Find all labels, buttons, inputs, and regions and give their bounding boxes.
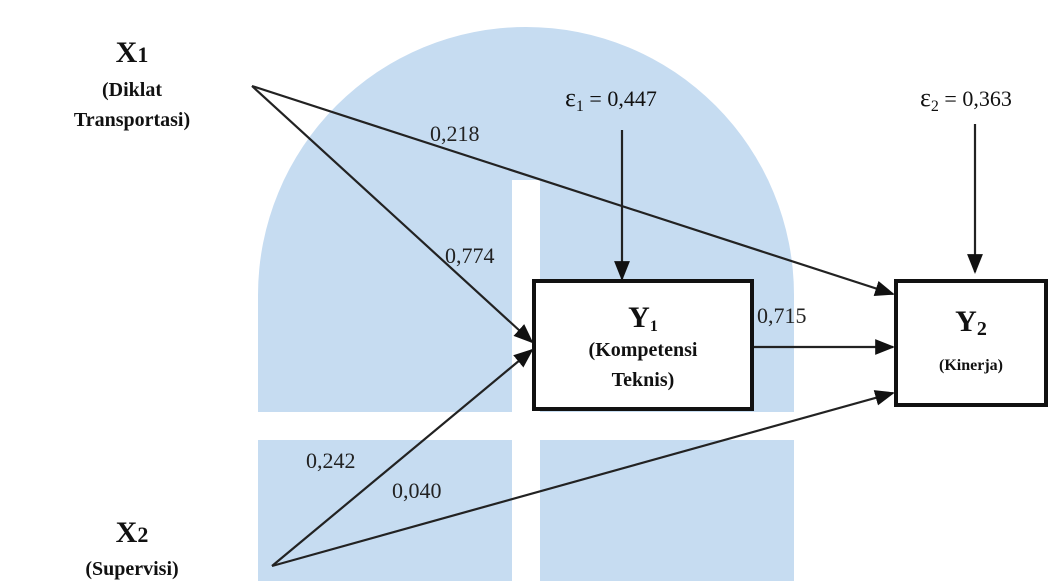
x1-symbol: X1 <box>116 36 149 69</box>
error1-label: ε1 = 0,447 <box>565 83 657 115</box>
y1-label-line1: (Kompetensi <box>589 339 698 361</box>
y2-symbol: Y2 <box>955 305 987 340</box>
coef-y1-y2: 0,715 <box>757 303 807 328</box>
coef-x1-y1: 0,774 <box>445 243 495 268</box>
y1-symbol: Y1 <box>628 301 658 335</box>
x2-symbol: X2 <box>116 516 149 549</box>
node-x1: X1 (Diklat Transportasi) <box>74 36 190 131</box>
node-y1: Y1 (Kompetensi Teknis) <box>532 279 754 411</box>
coef-x2-y2: 0,040 <box>392 478 442 503</box>
x1-label-line1: (Diklat <box>102 79 162 101</box>
y2-box <box>894 279 1048 407</box>
path-x1-y2-arrow <box>251 84 895 297</box>
path-x2-y2-arrow <box>271 390 895 568</box>
x2-label-line1: (Supervisi) <box>85 558 178 580</box>
error2-label: ε2 = 0,363 <box>920 83 1012 115</box>
y2-label-line1: (Kinerja) <box>939 357 1003 374</box>
node-x2: X2 (Supervisi) <box>85 516 178 580</box>
node-y2: Y2 (Kinerja) <box>894 279 1048 407</box>
y1-label-line2: Teknis) <box>612 369 675 391</box>
path-x1-y1-arrow <box>251 85 534 344</box>
x1-label-line2: Transportasi) <box>74 109 190 131</box>
path-x2-y1-arrow <box>271 348 534 567</box>
coef-x1-y2: 0,218 <box>430 121 480 146</box>
coef-x2-y1: 0,242 <box>306 448 356 473</box>
y1-box <box>532 279 754 411</box>
